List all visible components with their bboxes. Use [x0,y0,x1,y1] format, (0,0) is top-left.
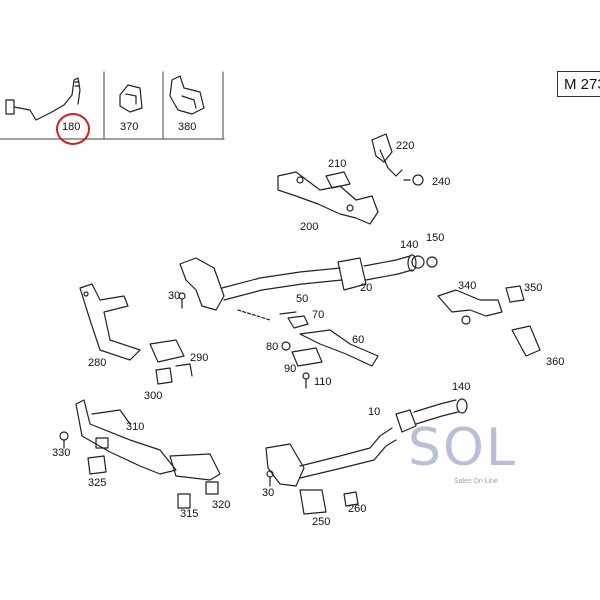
bolt-30-top [178,292,186,309]
clip-325 [87,455,107,475]
label-210[interactable]: 210 [328,158,347,170]
label-360[interactable]: 360 [546,356,565,368]
bracket-370 [119,84,143,113]
label-315[interactable]: 315 [180,508,199,520]
label-110[interactable]: 110 [314,376,332,388]
label-240[interactable]: 240 [432,176,451,188]
clamp-140-150-top [411,255,438,269]
label-260[interactable]: 260 [348,503,367,515]
logo-text: SOL [408,418,517,478]
label-350[interactable]: 350 [524,282,543,294]
bracket-assembly-200 [277,171,379,225]
label-280[interactable]: 280 [88,357,107,369]
label-180[interactable]: 180 [62,121,81,133]
label-340[interactable]: 340 [458,280,477,292]
bolt-330 [59,431,69,449]
bracket-assembly-310 [75,399,221,481]
clip-350 [505,285,525,303]
label-380[interactable]: 380 [178,121,197,133]
label-150[interactable]: 150 [426,232,445,244]
logo-subtitle: Sales On Line [454,478,498,485]
label-80[interactable]: 80 [266,341,279,353]
bolt-30-bottom [266,470,274,487]
label-90[interactable]: 90 [284,363,297,375]
label-140-bottom[interactable]: 140 [452,381,471,393]
clip-315 [177,493,191,509]
label-320[interactable]: 320 [212,499,231,511]
bracket-340 [437,289,503,325]
clip-320 [205,481,219,495]
label-310[interactable]: 310 [126,421,145,433]
label-325[interactable]: 325 [88,477,107,489]
label-50[interactable]: 50 [296,293,309,305]
stud-50 [279,311,297,315]
bolt-110 [302,372,310,389]
bracket-290 [149,339,185,363]
bracket-70 [287,315,309,329]
bracket-280 [79,283,141,361]
label-30-top[interactable]: 30 [168,290,181,302]
label-200[interactable]: 200 [300,221,319,233]
label-330[interactable]: 330 [52,447,71,459]
hanger-60 [299,329,379,367]
bracket-90 [291,347,323,367]
label-20[interactable]: 20 [360,282,373,294]
model-code-box: M 273 [557,71,600,97]
bracket-380 [169,75,205,115]
clip-300 [155,367,173,385]
highlight-circle-180 [56,113,90,145]
label-250[interactable]: 250 [312,516,331,528]
label-140-top[interactable]: 140 [400,239,419,251]
label-10[interactable]: 10 [368,406,381,418]
hanger-250 [299,489,327,515]
bolt-240 [403,174,424,186]
clamp-140-bottom [456,398,468,414]
nut-80 [281,341,291,351]
clip-360 [511,325,541,357]
label-60[interactable]: 60 [352,334,365,346]
label-290[interactable]: 290 [190,352,209,364]
bracket-220 [371,133,393,163]
label-30-bottom[interactable]: 30 [262,487,275,499]
clip-260 [343,491,359,507]
sol-logo: SOL Sales On Line [408,418,558,498]
rear-pipe-10 [265,399,459,487]
label-370[interactable]: 370 [120,121,139,133]
label-220[interactable]: 220 [396,140,415,152]
front-pipe-20 [179,254,417,311]
label-300[interactable]: 300 [144,390,163,402]
label-70[interactable]: 70 [312,309,325,321]
oxygen-sensor-180 [5,77,81,121]
